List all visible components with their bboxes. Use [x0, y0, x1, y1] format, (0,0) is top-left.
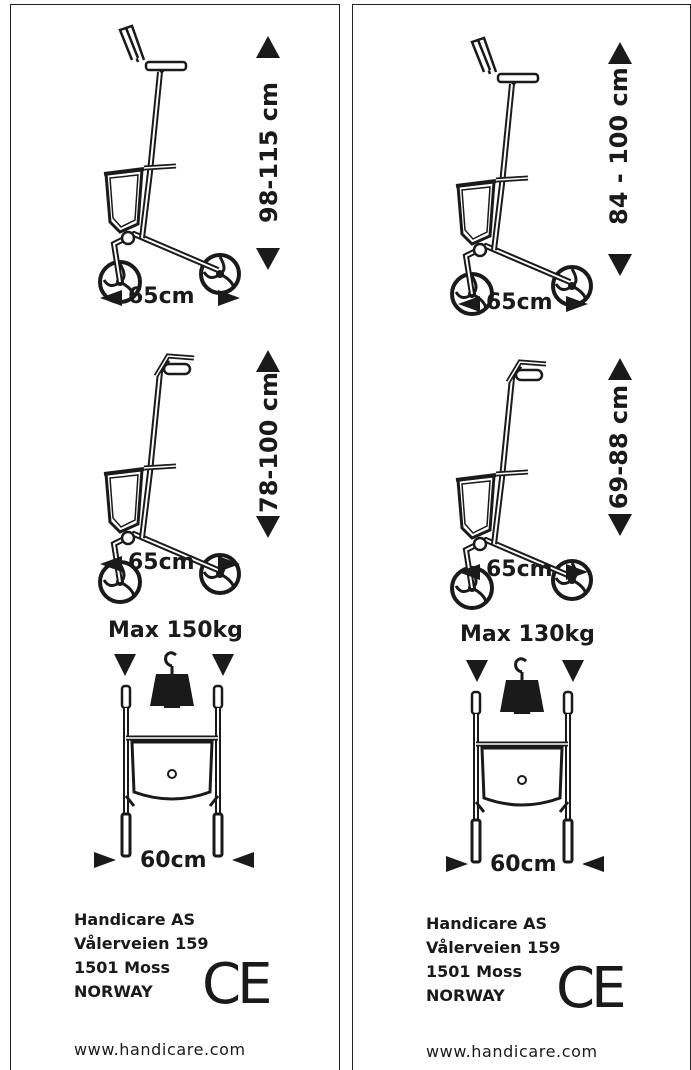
height-range-label: 84 - 100 cm [605, 67, 633, 225]
max-load-label: Max 130kg [460, 622, 595, 647]
arrow-left-icon [458, 296, 480, 312]
arrow-left-icon [582, 856, 604, 872]
rollator-with-seat-icon [450, 124, 600, 284]
arrow-up-icon [608, 358, 632, 380]
arrow-right-icon [218, 556, 240, 572]
arrow-right-icon [566, 564, 588, 580]
arrow-down-icon [466, 660, 488, 682]
arrow-left-icon [100, 290, 122, 306]
width-label: 65cm [128, 550, 195, 575]
width-label: 65cm [486, 290, 553, 315]
arrow-left-icon [232, 852, 254, 868]
company-name: Handicare AS [426, 914, 548, 933]
website-url: www.handicare.com [74, 1040, 246, 1059]
rollator-front-weight-icon [118, 686, 228, 862]
company-name: Handicare AS [74, 910, 196, 929]
arrow-right-icon [94, 852, 116, 868]
website-url: www.handicare.com [426, 1042, 598, 1061]
arrow-down-icon [256, 248, 280, 270]
arrow-left-icon [100, 556, 122, 572]
label-panel-left [10, 4, 340, 1070]
arrow-left-icon [458, 564, 480, 580]
country: NORWAY [74, 982, 153, 1001]
arrow-down-icon [608, 514, 632, 536]
max-load-label: Max 150kg [108, 618, 243, 643]
arrow-right-icon [218, 290, 240, 306]
street-address: Vålerveien 159 [74, 934, 209, 953]
arrow-right-icon [566, 296, 588, 312]
manufacturer-address: Handicare AS Vålerveien 159 1501 Moss NO… [74, 908, 209, 1004]
rollator-icon [98, 412, 248, 572]
arrow-down-icon [608, 254, 632, 276]
height-range-label: 78-100 cm [255, 371, 283, 513]
width-label: 60cm [140, 848, 207, 873]
postal-city: 1501 Moss [74, 958, 171, 977]
rollator-icon [450, 418, 600, 578]
width-label: 65cm [486, 557, 553, 582]
width-label: 65cm [128, 284, 195, 309]
arrow-up-icon [608, 42, 632, 64]
manufacturer-address: Handicare AS Vålerveien 159 1501 Moss NO… [426, 912, 561, 1008]
rollator-front-weight-icon [468, 692, 578, 868]
street-address: Vålerveien 159 [426, 938, 561, 957]
arrow-down-icon [562, 660, 584, 682]
postal-city: 1501 Moss [426, 962, 523, 981]
height-range-label: 69-88 cm [605, 384, 633, 510]
arrow-down-icon [256, 516, 280, 538]
ce-mark-icon: CE [556, 956, 627, 1021]
height-range-label: 98-115 cm [255, 81, 283, 223]
arrow-up-icon [256, 36, 280, 58]
arrow-up-icon [256, 350, 280, 372]
ce-mark-icon: CE [202, 952, 273, 1017]
width-label: 60cm [490, 852, 557, 877]
country: NORWAY [426, 986, 505, 1005]
arrow-down-icon [212, 654, 234, 676]
arrow-right-icon [446, 856, 468, 872]
rollator-with-seat-icon [98, 112, 248, 272]
arrow-down-icon [114, 654, 136, 676]
